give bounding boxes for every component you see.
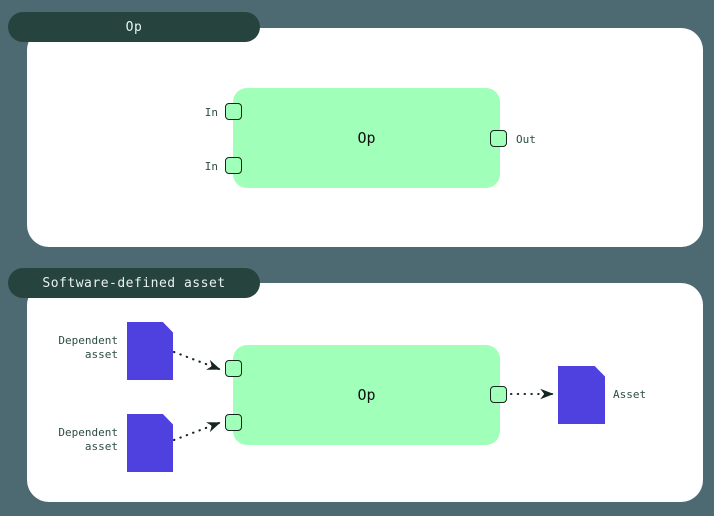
asset-icon-output[interactable]: [558, 366, 605, 424]
op-node-2-label: Op: [357, 386, 376, 404]
port-out-1-1-label: Out: [516, 133, 536, 146]
port-in-2-1[interactable]: [225, 360, 242, 377]
port-in-1-1[interactable]: [225, 103, 242, 120]
dependent-asset-2-label: Dependent asset: [58, 426, 118, 453]
port-out-2-1[interactable]: [490, 386, 507, 403]
dependent-asset-icon-1[interactable]: [127, 322, 173, 380]
tab-software-defined-asset-label: Software-defined asset: [42, 275, 226, 291]
dependent-asset-1-label: Dependent asset: [58, 334, 118, 361]
tab-op[interactable]: Op: [8, 12, 260, 42]
asset-output-label: Asset: [613, 388, 647, 401]
dependent-asset-icon-2[interactable]: [127, 414, 173, 472]
port-in-1-2[interactable]: [225, 157, 242, 174]
tab-op-label: Op: [125, 19, 143, 35]
port-in-1-2-label: In: [204, 160, 218, 173]
op-node-2[interactable]: Op: [233, 345, 500, 445]
tab-software-defined-asset[interactable]: Software-defined asset: [8, 268, 260, 298]
port-in-2-2[interactable]: [225, 414, 242, 431]
op-node-1[interactable]: Op: [233, 88, 500, 188]
op-node-1-label: Op: [357, 129, 376, 147]
port-out-1-1[interactable]: [490, 130, 507, 147]
port-in-1-1-label: In: [204, 106, 218, 119]
